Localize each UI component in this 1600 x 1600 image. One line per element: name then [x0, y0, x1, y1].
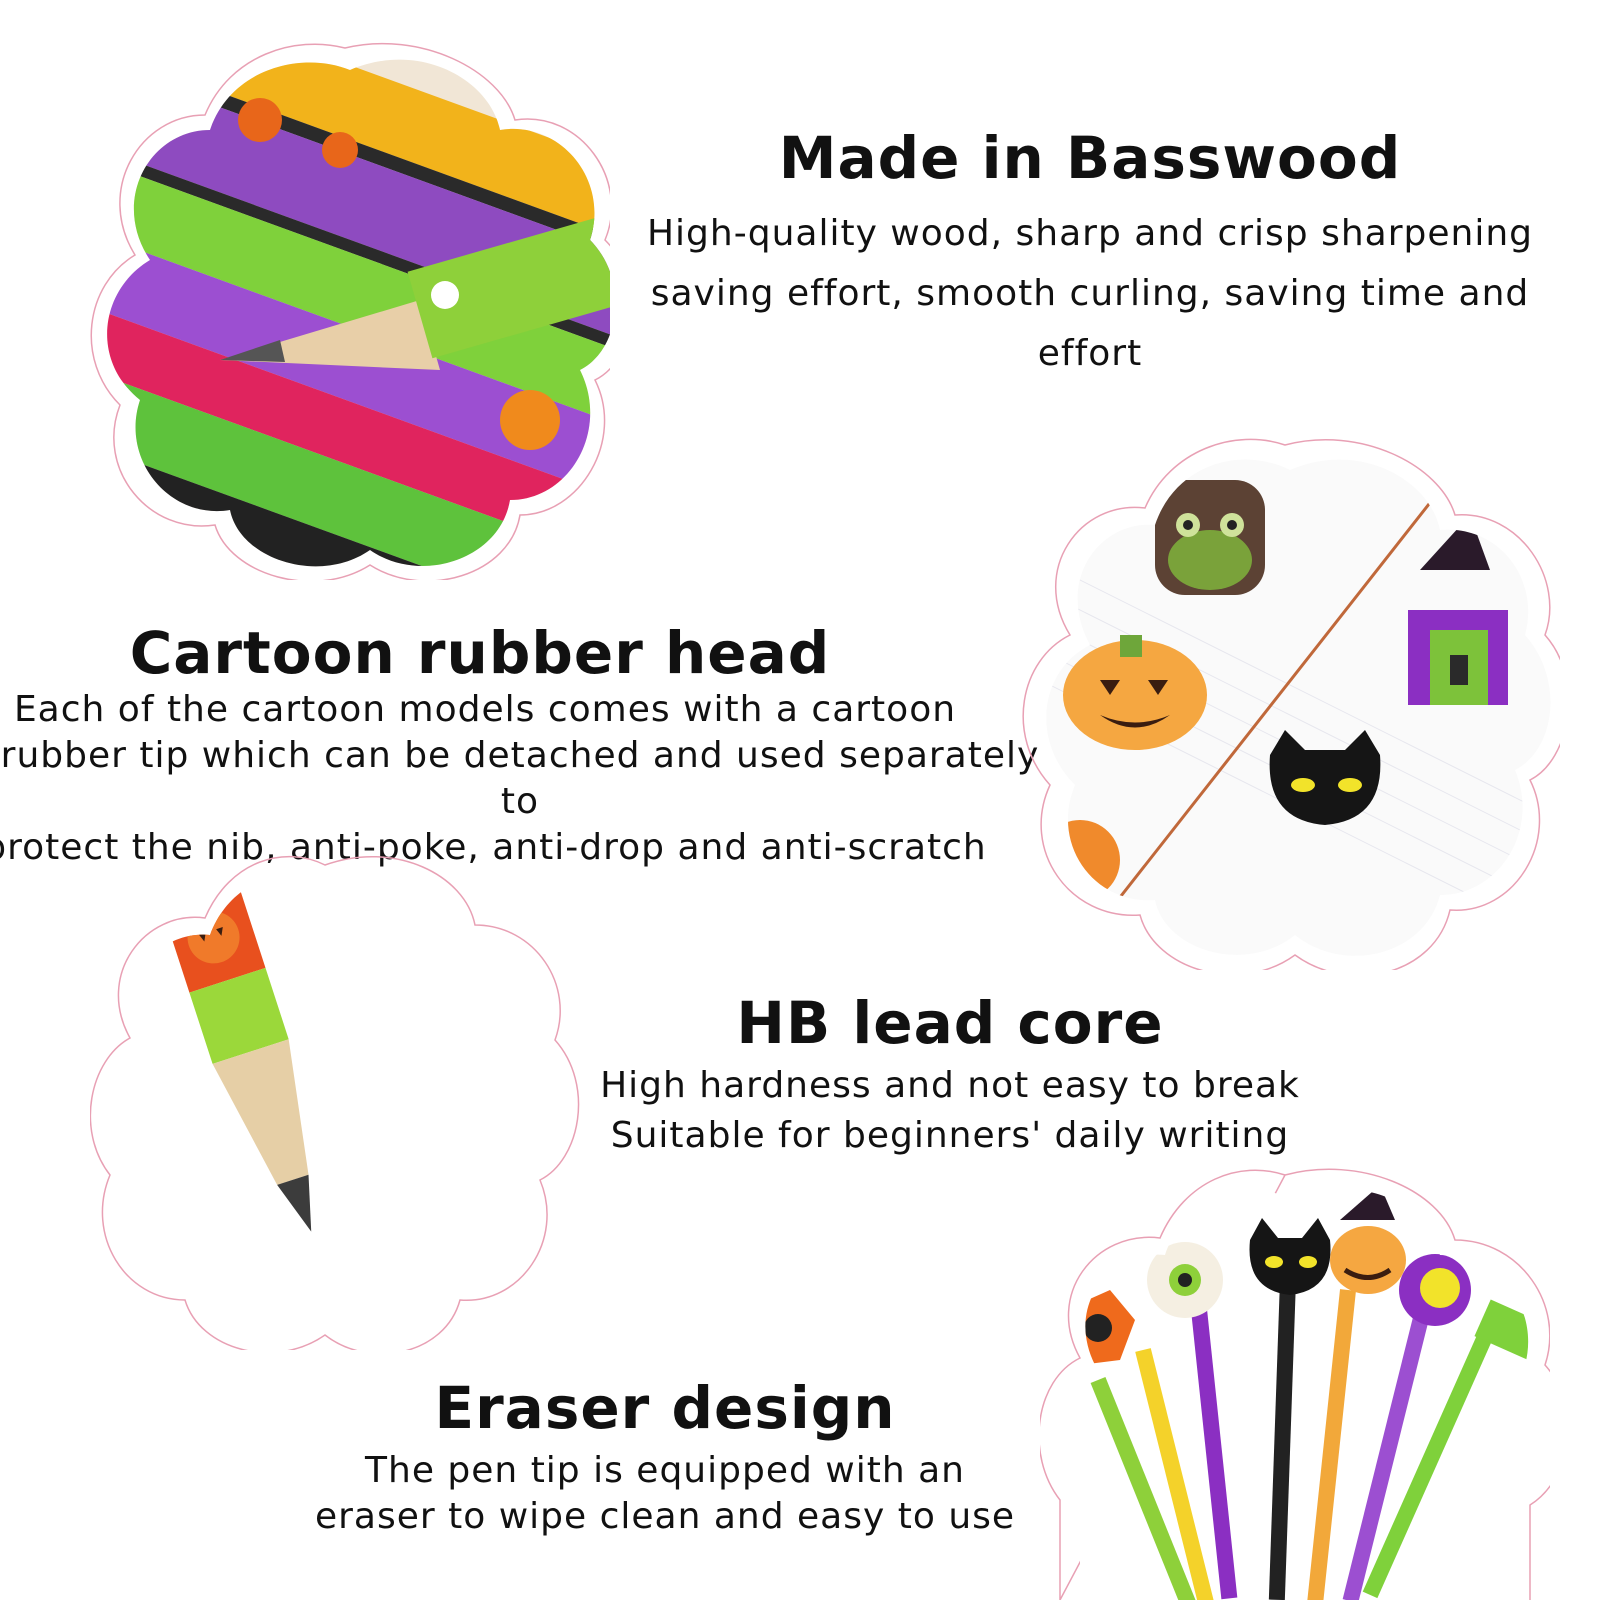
feature-hb-lead: HB lead core High hardness and not easy … [580, 990, 1320, 1161]
feature-title: HB lead core [736, 989, 1164, 1057]
feature-desc-line: rubber tip which can be detached and use… [0, 734, 1040, 822]
feature-desc-line: eraser to wipe clean and easy to use [314, 1495, 1016, 1537]
feature-cartoon-head: Cartoon rubber head Each of the cartoon … [0, 620, 1040, 871]
feature-desc-line: The pen tip is equipped with an [365, 1449, 965, 1491]
feature-desc-line: Each of the cartoon models comes with a … [13, 688, 957, 730]
feature-desc-line: Suitable for beginners' daily writing [610, 1114, 1290, 1156]
feature-desc-line: saving effort, smooth curling, saving ti… [650, 272, 1530, 374]
eraser-heads-image [1020, 430, 1560, 970]
pencils-closeup-image [90, 40, 610, 580]
pencils-with-erasers-image [1040, 1160, 1550, 1600]
feature-title: Made in Basswood [778, 124, 1402, 192]
feature-title: Cartoon rubber head [129, 619, 831, 687]
feature-eraser-design: Eraser design The pen tip is equipped wi… [300, 1375, 1030, 1540]
feature-desc-line: High hardness and not easy to break [600, 1064, 1300, 1106]
sharpened-pencil-image [90, 840, 590, 1350]
feature-desc-line: High-quality wood, sharp and crisp sharp… [646, 212, 1534, 254]
feature-basswood: Made in Basswood High-quality wood, shar… [610, 125, 1570, 384]
feature-title: Eraser design [434, 1374, 896, 1442]
feature-desc-line: protect the nib, anti-poke, anti-drop an… [0, 826, 987, 868]
